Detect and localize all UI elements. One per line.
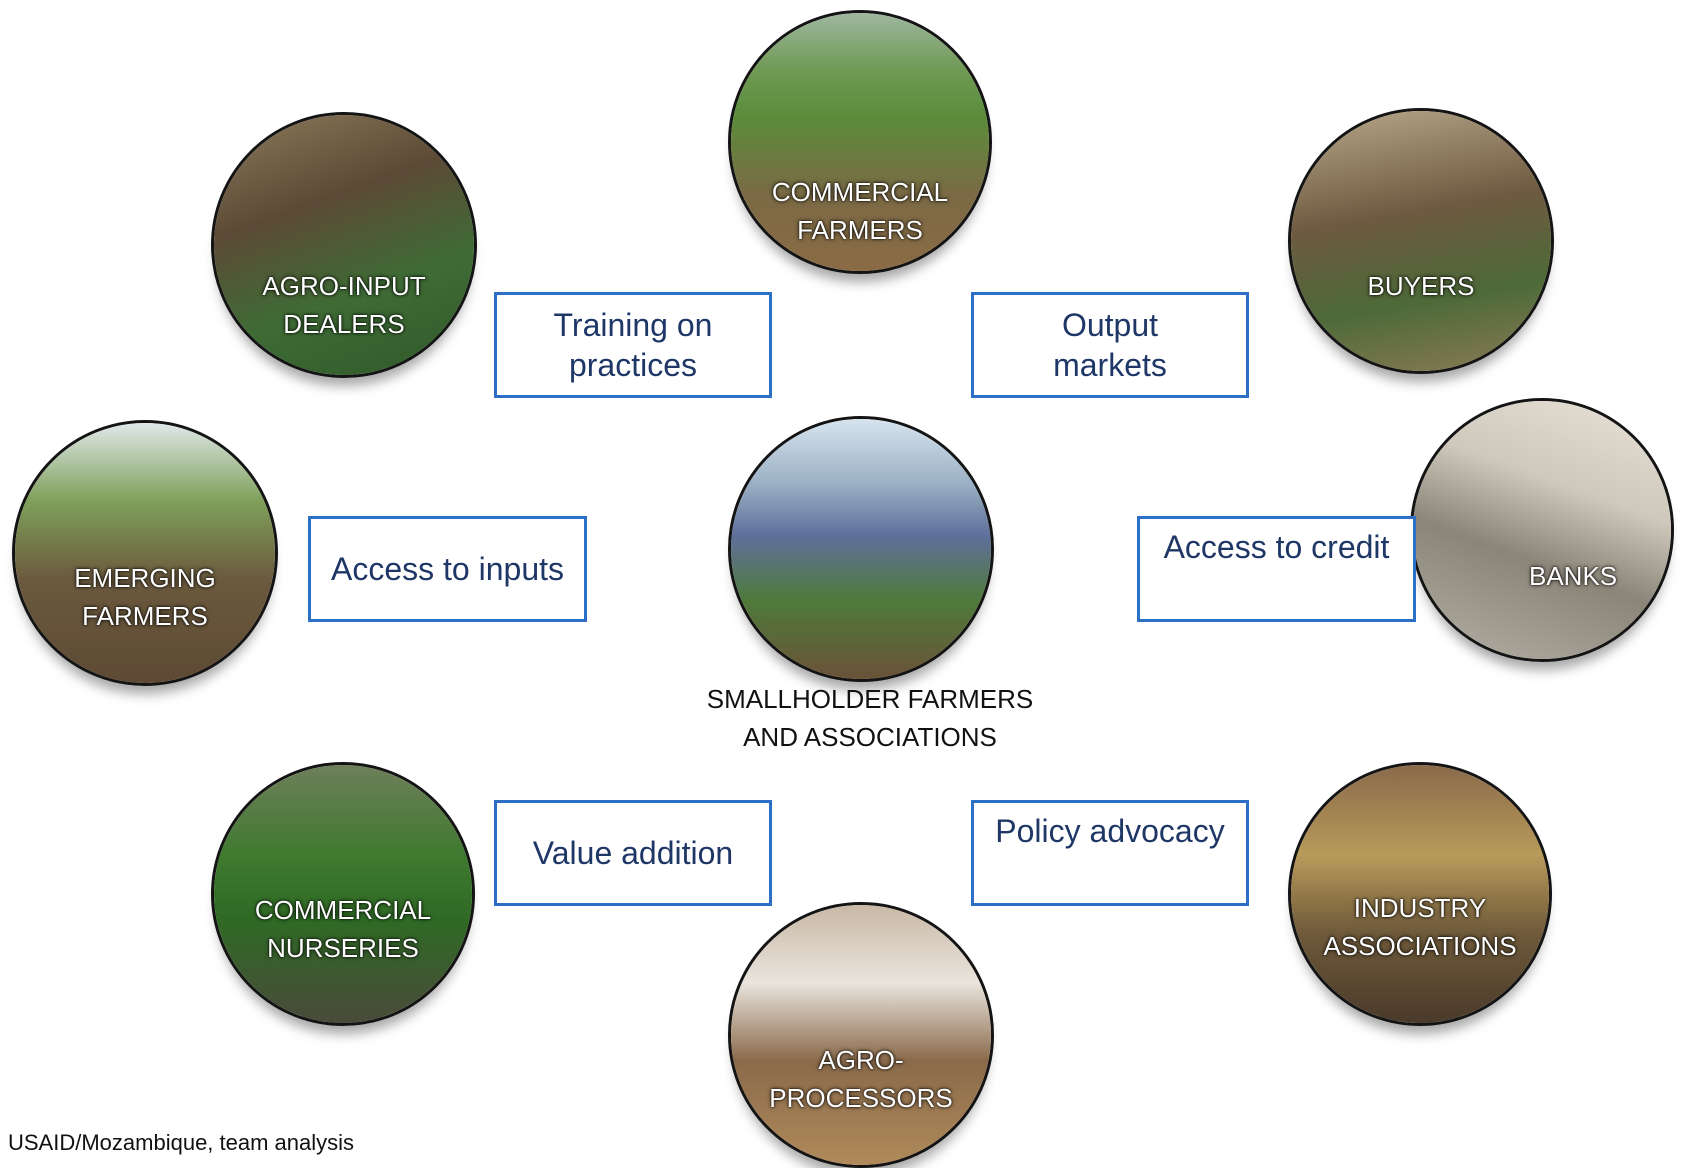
commercial-nurseries-node: COMMERCIAL NURSERIES (211, 762, 475, 1026)
emerging-farmers-label: EMERGING FARMERS (74, 563, 216, 631)
agro-input-dealers-node: AGRO-INPUT DEALERS (211, 112, 477, 378)
buyers-label: BUYERS (1367, 271, 1475, 301)
commercial-farmers-label: COMMERCIAL FARMERS (771, 177, 949, 245)
agro-input-dealers-label: AGRO-INPUT DEALERS (262, 271, 426, 339)
field-crops-photo (731, 13, 989, 271)
banks-node: BANKS (1410, 398, 1674, 662)
agro-processors-label: AGRO- PROCESSORS (769, 1045, 953, 1113)
nursery-photo (214, 765, 472, 1023)
buyers-node: BUYERS (1288, 108, 1554, 374)
commercial-nurseries-label: COMMERCIAL NURSERIES (254, 895, 432, 963)
banks-label: BANKS (1529, 561, 1618, 591)
women-farming-photo (731, 419, 991, 679)
policy-advocacy-box: Policy advocacy (971, 800, 1249, 906)
smallholder-farmers-label: SMALLHOLDER FARMERS AND ASSOCIATIONS (706, 684, 1034, 752)
planting-photo (15, 423, 275, 683)
processing-photo (731, 905, 991, 1165)
source-note: USAID/Mozambique, team analysis (8, 1130, 355, 1155)
industry-associations-node: INDUSTRY ASSOCIATIONS (1288, 762, 1552, 1026)
bank-office-photo (1413, 401, 1671, 659)
market-photo (1291, 111, 1551, 371)
commercial-farmers-node: COMMERCIAL FARMERS (728, 10, 992, 274)
training-on-practices-box: Training on practices (494, 292, 772, 398)
value-addition-box: Value addition (494, 800, 772, 906)
smallholder-farmers-node (728, 416, 994, 682)
emerging-farmers-node: EMERGING FARMERS (12, 420, 278, 686)
output-markets-box: Output markets (971, 292, 1249, 398)
association-meeting-photo (1291, 765, 1549, 1023)
access-to-credit-box: Access to credit (1137, 516, 1416, 622)
access-to-inputs-box: Access to inputs (308, 516, 587, 622)
industry-associations-label: INDUSTRY ASSOCIATIONS (1323, 893, 1517, 961)
seedling-dealers-photo (214, 115, 474, 375)
agro-processors-node: AGRO- PROCESSORS (728, 902, 994, 1168)
